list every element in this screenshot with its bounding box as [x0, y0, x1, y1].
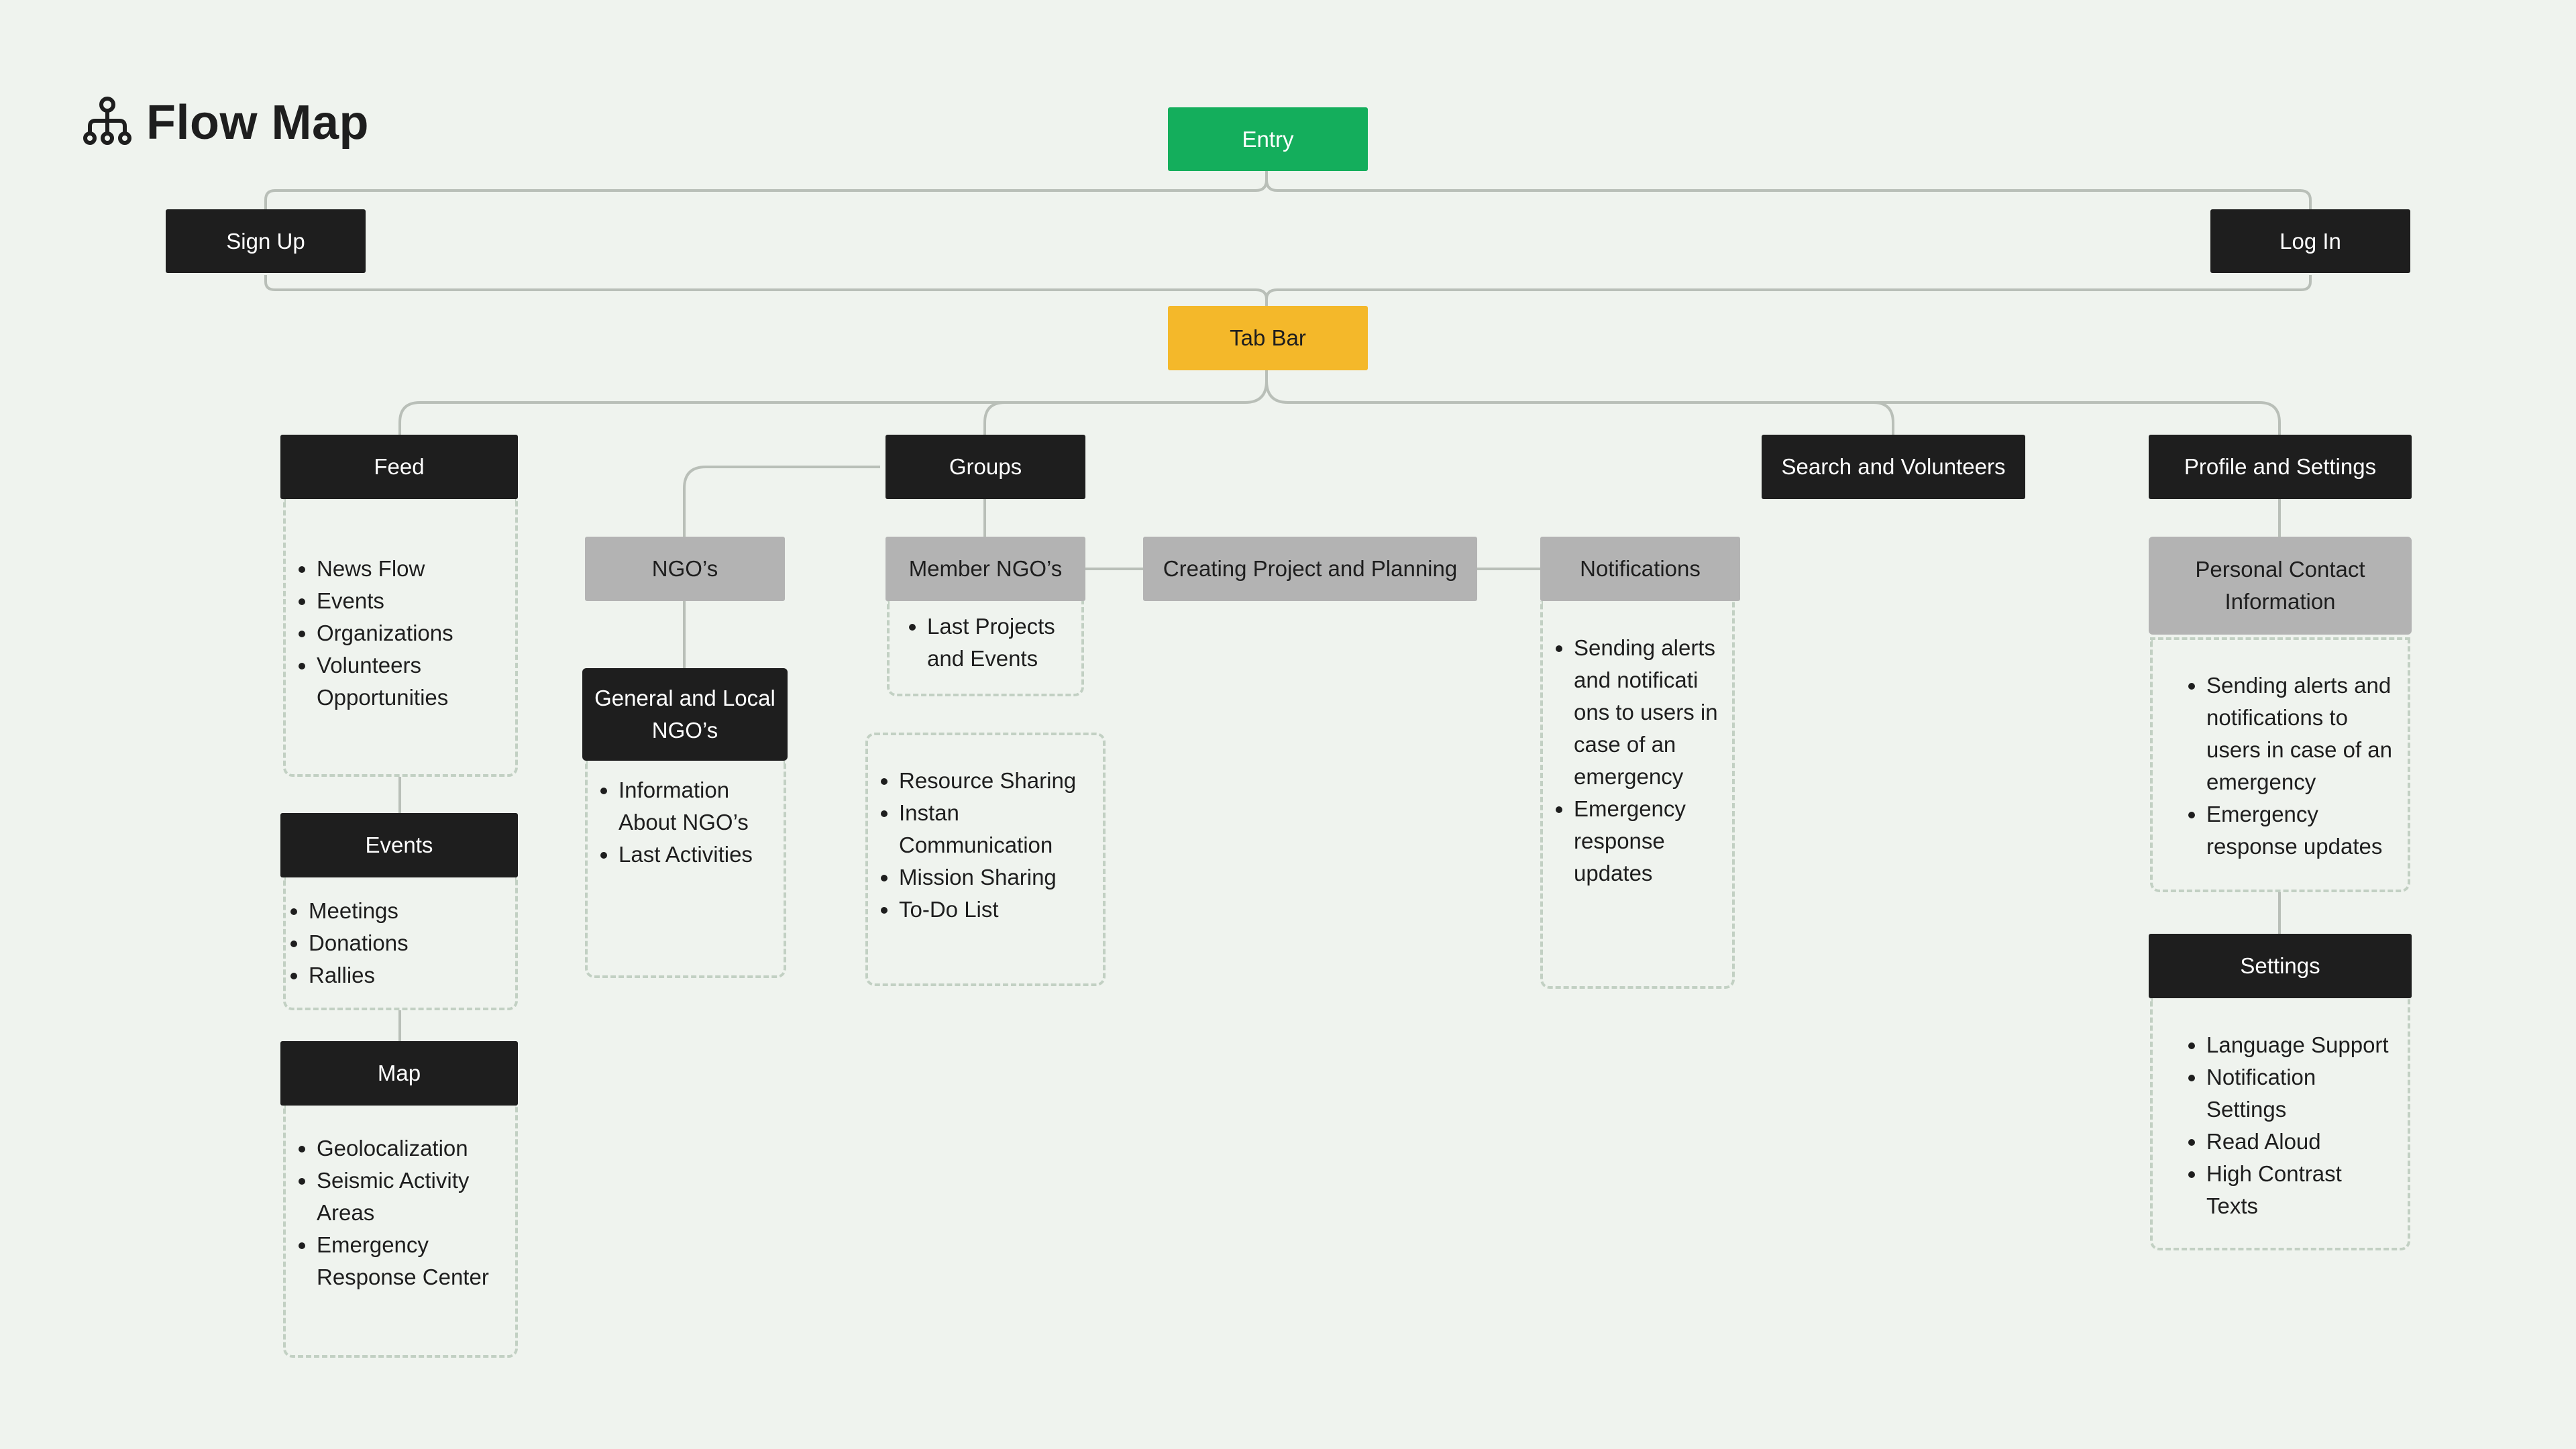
log-in-node[interactable]: Log In	[2210, 209, 2410, 273]
ngos-list-item: Information About NGO’s	[619, 774, 784, 839]
notifications-node[interactable]: Notifications	[1540, 537, 1740, 601]
groups-node[interactable]: Groups	[885, 435, 1085, 499]
settings-list-panel: Language Support Notification Settings R…	[2150, 998, 2410, 1250]
groups-tools-list-item: Mission Sharing	[899, 861, 1103, 894]
map-node[interactable]: Map	[280, 1041, 518, 1106]
groups-tools-list-panel: Resource Sharing Instan Communication Mi…	[865, 733, 1106, 986]
personal-contact-list-item: Sending alerts and notifications to user…	[2206, 669, 2394, 798]
groups-tools-list-item: Resource Sharing	[899, 765, 1103, 797]
connector-auth-merge	[264, 275, 1268, 306]
ngos-list-item: Last Activities	[619, 839, 784, 871]
general-local-ngos-list-panel: Information About NGO’s Last Activities	[585, 761, 786, 978]
sign-up-node[interactable]: Sign Up	[166, 209, 366, 273]
map-list-item: Geolocalization	[317, 1132, 515, 1165]
events-node[interactable]: Events	[280, 813, 518, 877]
settings-list-item: High Contrast Texts	[2206, 1158, 2394, 1222]
notifications-list-item: Emergency response updates	[1574, 793, 1719, 890]
member-ngos-list-panel: Last Projects and Events	[887, 601, 1084, 696]
groups-tools-list-item: Instan Communication	[899, 797, 1103, 861]
settings-list-item: Notification Settings	[2206, 1061, 2394, 1126]
settings-list-item: Read Aloud	[2206, 1126, 2394, 1158]
personal-contact-list-panel: Sending alerts and notifications to user…	[2150, 637, 2410, 892]
events-list-item: Donations	[309, 927, 515, 959]
ngos-node[interactable]: NGO’s	[585, 537, 785, 601]
settings-node[interactable]: Settings	[2149, 934, 2412, 998]
connector-tabbar-branches	[398, 370, 1268, 435]
groups-tools-list-item: To-Do List	[899, 894, 1103, 926]
notifications-list-panel: Sending alerts and notificati ons to use…	[1540, 601, 1735, 989]
connector-entry-branches	[264, 171, 1268, 209]
member-ngos-node[interactable]: Member NGO’s	[885, 537, 1085, 601]
events-list-panel: Meetings Donations Rallies	[283, 877, 518, 1010]
map-list-item: Emergency Response Center	[317, 1229, 515, 1293]
page-title-text: Flow Map	[146, 95, 369, 150]
sitemap-icon	[80, 94, 134, 151]
tab-bar-node[interactable]: Tab Bar	[1168, 306, 1368, 370]
connector-groups-ngos	[683, 466, 880, 537]
member-ngos-list-item: Last Projects and Events	[927, 610, 1081, 675]
feed-list-panel: News Flow Events Organizations Volunteer…	[283, 499, 518, 777]
feed-list-item: Volunteers Opportunities	[317, 649, 515, 714]
events-list-item: Meetings	[309, 895, 515, 927]
search-volunteers-node[interactable]: Search and Volunteers	[1762, 435, 2025, 499]
feed-list-item: Organizations	[317, 617, 515, 649]
map-list-panel: Geolocalization Seismic Activity Areas E…	[283, 1106, 518, 1358]
general-local-ngos-node[interactable]: General and Local NGO’s	[582, 668, 788, 761]
personal-contact-list-item: Emergency response updates	[2206, 798, 2394, 863]
feed-node[interactable]: Feed	[280, 435, 518, 499]
feed-list-item: Events	[317, 585, 515, 617]
profile-settings-node[interactable]: Profile and Settings	[2149, 435, 2412, 499]
entry-node[interactable]: Entry	[1168, 107, 1368, 171]
notifications-list-item: Sending alerts and notificati ons to use…	[1574, 632, 1719, 793]
personal-contact-node[interactable]: Personal Contact Information	[2149, 537, 2412, 635]
feed-list-item: News Flow	[317, 553, 515, 585]
page-title: Flow Map	[80, 94, 369, 151]
map-list-item: Seismic Activity Areas	[317, 1165, 515, 1229]
creating-project-node[interactable]: Creating Project and Planning	[1143, 537, 1477, 601]
events-list-item: Rallies	[309, 959, 515, 991]
settings-list-item: Language Support	[2206, 1029, 2394, 1061]
